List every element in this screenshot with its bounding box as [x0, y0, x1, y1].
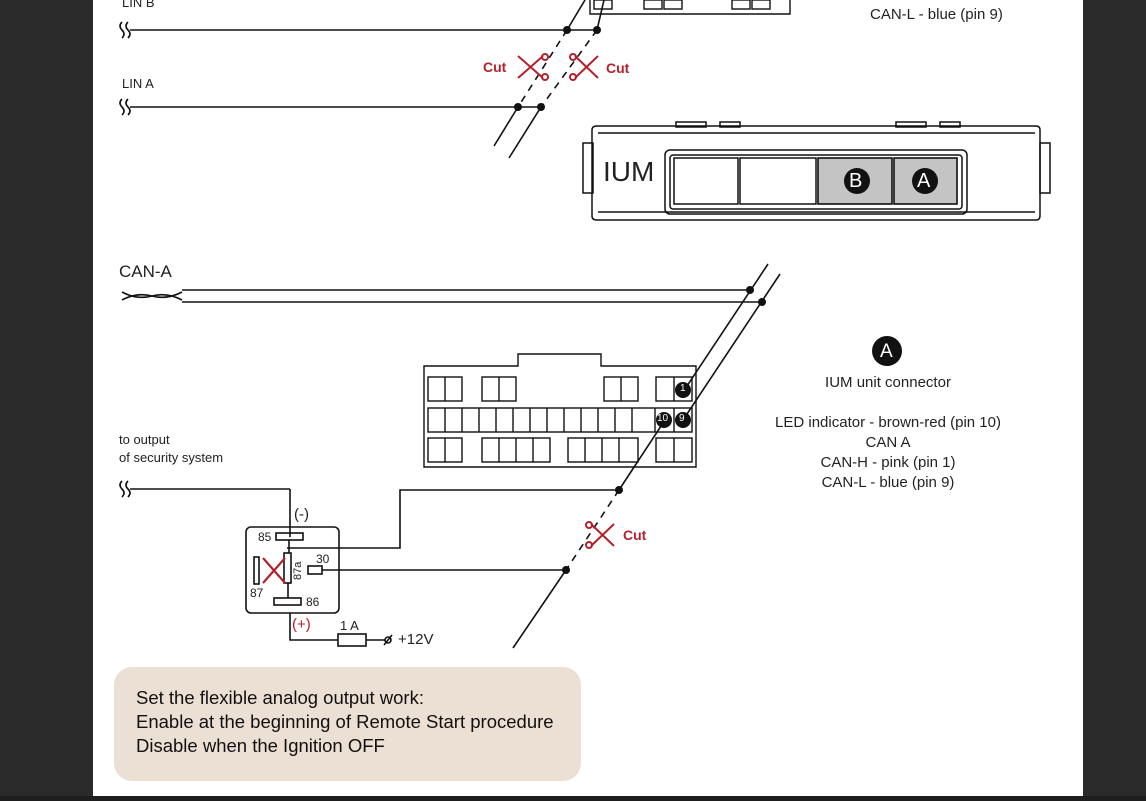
can-diagonal-wires: [512, 263, 781, 649]
top-connector-fragment: [589, 0, 791, 15]
relay-pin-86: 86: [306, 595, 320, 609]
relay: [245, 526, 340, 614]
connector-pin-10: 10: [657, 413, 669, 424]
lin-b-wire: [119, 21, 597, 39]
supply-label: +12V: [398, 631, 434, 648]
info-badge-a: [872, 336, 902, 366]
lin-diagonal-wires: [493, 0, 605, 159]
connector-pin-9-badge: [675, 412, 691, 428]
connector-pin-1-badge: [675, 382, 691, 398]
info-bus: CAN A: [865, 434, 911, 451]
ium-port-a-badge: [912, 168, 938, 194]
info-can-l: CAN-L - blue (pin 9): [821, 474, 955, 491]
top-can-l-label: CAN-L - blue (pin 9): [870, 6, 1003, 23]
output-label-line1: to output: [119, 432, 170, 447]
ium-label: IUM: [603, 156, 655, 187]
relay-pin-85: 85: [258, 530, 272, 544]
viewer-bottom-edge: [0, 796, 1146, 801]
junction-dots: [514, 26, 766, 574]
cut-label: Cut: [623, 527, 647, 543]
ium-port-b-badge: [844, 168, 870, 194]
note-line-3: Disable when the Ignition OFF: [136, 735, 385, 756]
can-a-twisted-pair: [121, 289, 762, 303]
relay-pin-87a: 87a: [292, 561, 304, 580]
can-a-label: CAN-A: [119, 262, 172, 281]
relay-pin-30: 30: [316, 552, 330, 566]
ium-port-a-letter: A: [917, 170, 931, 192]
relay-wiring: [287, 489, 619, 647]
cut-label: Cut: [606, 60, 630, 76]
info-badge-a-letter: A: [880, 341, 893, 362]
scissors-icon: [585, 521, 615, 549]
scissors-icon: [517, 53, 549, 81]
lin-b-label: LIN B: [122, 0, 155, 10]
cut-label: Cut: [483, 59, 507, 75]
instruction-note: Set the flexible analog output work: Ena…: [114, 667, 581, 781]
note-line-1: Set the flexible analog output work:: [136, 687, 424, 708]
connector-pin-9: 9: [679, 413, 685, 424]
ium-unit-outline: [582, 121, 1051, 221]
relay-minus-label: (-): [294, 506, 309, 523]
ium-port-b-letter: B: [849, 170, 863, 192]
lin-a-wire: [119, 98, 541, 116]
note-line-2: Enable at the beginning of Remote Start …: [136, 711, 554, 732]
scissors-icon: [569, 53, 599, 81]
relay-plus-label: (+): [292, 616, 311, 633]
fuse-label: 1 A: [340, 618, 359, 633]
relay-pin-87: 87: [250, 586, 264, 600]
connector-pin-10-badge: [656, 412, 672, 428]
iums-main-connector: [423, 353, 697, 468]
lin-a-label: LIN A: [122, 76, 154, 91]
info-title: IUM unit connector: [825, 374, 951, 391]
ium-port-b: [817, 157, 893, 205]
security-output-wire: [119, 480, 291, 537]
info-can-h: CAN-H - pink (pin 1): [820, 454, 956, 471]
info-led: LED indicator - brown-red (pin 10): [775, 414, 1001, 431]
connector-pin-1: 1: [680, 383, 686, 394]
output-label-line2: of security system: [119, 450, 224, 465]
